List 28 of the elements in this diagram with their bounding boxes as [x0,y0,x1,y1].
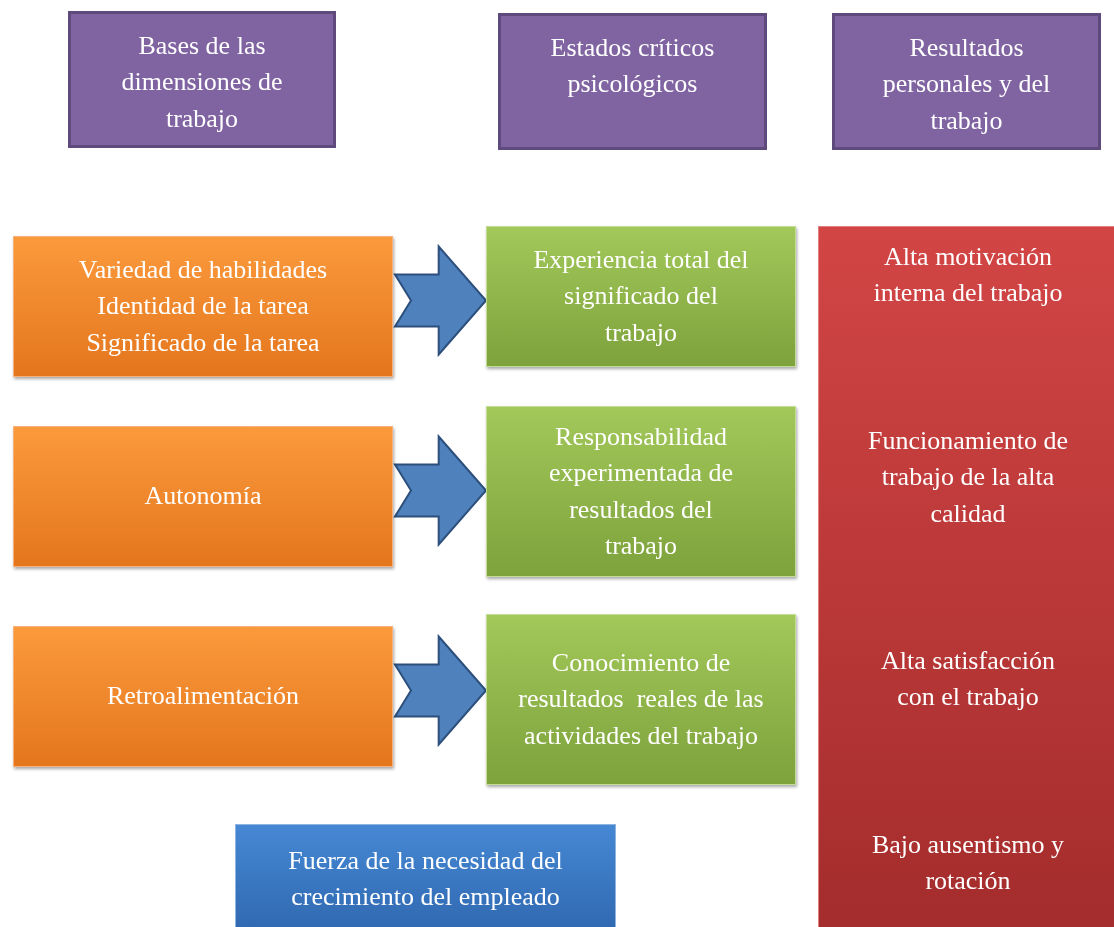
column-header-box [832,13,1101,150]
box-text: Responsabilidad experimentada de resultados del trabajo [547,420,735,562]
box-text: Resultados personales y del trabajo [881,32,1052,137]
box-text: Variedad de habilidades Identidad de la tarea Significado de la tarea [77,253,329,359]
box-text: Conocimiento de resultados reales de las actividades del trabajo [517,646,765,752]
box-text: Estados críticos psicológicos [549,32,716,101]
block-arrow [393,433,488,548]
outcome-text: Alta satisfacción con el trabajo [880,645,1056,714]
job-dimension-box [13,236,393,377]
job-dimension-box [13,626,393,767]
box-text: Bases de las dimensiones de trabajo [120,30,284,135]
column-header-box [498,13,767,150]
box-text: Fuerza de la necesidad del crecimiento del empleado [287,844,564,913]
job-dimension-box [13,426,393,567]
moderator-box [235,824,616,927]
box-text: Retroalimentación [106,680,299,713]
box-text: Autonomía [144,480,262,513]
block-arrow [393,633,488,748]
outcome-text: Funcionamiento de trabajo de la alta calidad [867,425,1069,530]
box-text: Experiencia total del significado del trabajo [532,243,750,349]
outcome-text: Alta motivación interna del trabajo [872,241,1064,310]
psychological-state-box [486,406,796,577]
column-header-box [68,11,336,148]
psychological-state-box [486,614,796,785]
outcome-text: Bajo ausentismo y rotación [870,829,1066,898]
block-arrow [393,243,488,358]
psychological-state-box [486,226,796,367]
outcomes-panel [818,226,1114,927]
